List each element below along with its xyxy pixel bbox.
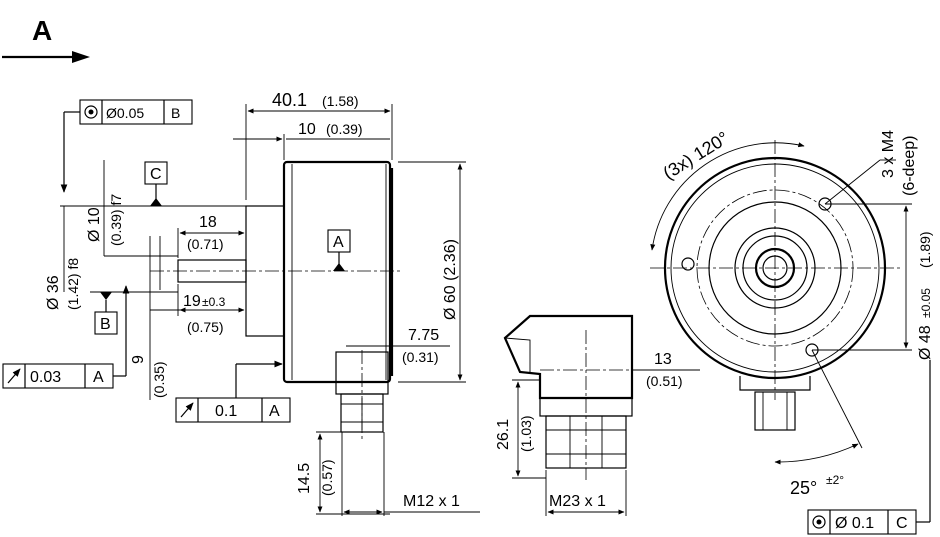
dim-shaft-diameter: Ø 10 (0.39) f7 xyxy=(86,160,178,257)
encoder-body xyxy=(282,160,392,384)
tol-face-datum: A xyxy=(93,369,104,386)
tolerance-concentricity-bolt: Ø 0.1 C xyxy=(807,360,931,535)
connector-elbow xyxy=(503,314,634,400)
runout-icon xyxy=(7,368,21,384)
dim-shaft-in: (0.39) f7 xyxy=(108,194,124,246)
dim-14-5: 14.5 (0.57) xyxy=(296,431,390,515)
dim-shaft-value: Ø 10 xyxy=(86,207,103,242)
runout-flange-icon xyxy=(180,402,194,418)
dim-m4: 3 x M4 (6-deep) xyxy=(824,130,918,205)
dim-m12: M12 x 1 xyxy=(341,432,480,516)
dim-10-value: 10 xyxy=(298,121,316,138)
dim-7-75-value: 7.75 xyxy=(408,327,439,344)
dim-14-5-value: 14.5 xyxy=(296,463,313,494)
dim-19: 19 ±0.3 (0.75) xyxy=(150,284,245,335)
dim-26-1: 26.1 (1.03) xyxy=(495,379,546,479)
tol-bolt-value: Ø 0.1 xyxy=(835,515,874,532)
tol-flange-datum: A xyxy=(269,403,280,420)
tol-flange-value: 0.1 xyxy=(215,403,237,420)
dim-13-in: (0.51) xyxy=(646,373,683,389)
connector-base xyxy=(739,376,811,391)
shaft xyxy=(177,259,247,283)
dim-9-in: (0.35) xyxy=(151,361,167,398)
dim-40-1: 40.1 (1.58) xyxy=(245,90,393,200)
dim-18: 18 (0.71) xyxy=(177,214,245,258)
dim-m4-value: 3 x M4 xyxy=(880,130,897,178)
concentricity-bolt-icon xyxy=(812,515,826,529)
dim-10-in: (0.39) xyxy=(326,121,363,137)
connector-view xyxy=(503,314,640,480)
dim-m23: M23 x 1 xyxy=(545,470,627,516)
dim-m23-value: M23 x 1 xyxy=(549,493,606,510)
dim-9-value: 9 xyxy=(130,355,147,364)
dim-60-value: Ø 60 (2.36) xyxy=(442,239,459,320)
dim-25-angle: 25° ±2° xyxy=(774,349,863,498)
tol-shaft-value: Ø0.05 xyxy=(106,105,144,121)
dim-26-1-in: (1.03) xyxy=(518,415,534,452)
dim-7-75-in: (0.31) xyxy=(402,349,439,365)
dim-m4-deep: (6-deep) xyxy=(901,136,918,196)
dim-19-value: 19 xyxy=(183,293,201,310)
dim-48: Ø 48 ±0.05 (1.89) xyxy=(812,203,934,360)
concentricity-icon xyxy=(84,105,98,119)
front-view xyxy=(650,140,900,431)
datum-b: B xyxy=(90,291,178,335)
datum-a: A xyxy=(327,229,351,271)
dim-25-tol: ±2° xyxy=(826,473,844,487)
dim-9: 9 (0.35) xyxy=(130,236,167,400)
datum-b-label: B xyxy=(100,316,111,333)
dim-36-in: (1.42) f8 xyxy=(65,258,81,310)
dim-14-5-in: (0.57) xyxy=(319,459,335,496)
side-view xyxy=(150,160,400,440)
tol-bolt-datum: C xyxy=(896,515,908,532)
dim-19-in: (0.75) xyxy=(187,319,224,335)
view-label: A xyxy=(32,15,52,46)
dim-40-1-value: 40.1 xyxy=(272,90,307,110)
dim-48-tol: ±0.05 xyxy=(919,288,933,318)
dim-26-1-value: 26.1 xyxy=(495,419,512,450)
mounting-hole-2 xyxy=(681,257,695,271)
dim-48-in: (1.89) xyxy=(917,231,933,268)
datum-c-label: C xyxy=(150,166,162,183)
front-connector xyxy=(754,391,796,431)
dim-120-angle: (3x) 120° xyxy=(650,128,805,251)
view-direction-arrow-icon xyxy=(72,51,90,63)
dim-60: Ø 60 (2.36) xyxy=(398,161,466,383)
dim-18-in: (0.71) xyxy=(187,236,224,252)
dim-36-value: Ø 36 xyxy=(45,275,62,310)
view-a-indicator: A xyxy=(2,15,90,63)
dim-40-1-in: (1.58) xyxy=(322,93,359,109)
datum-a-label: A xyxy=(333,234,344,251)
dim-13-value: 13 xyxy=(654,351,672,368)
dim-36: Ø 36 (1.42) f8 xyxy=(45,205,100,310)
dim-19-tol: ±0.3 xyxy=(202,295,226,309)
dim-7-75: 7.75 (0.31) xyxy=(346,327,450,365)
datum-c: C xyxy=(100,161,246,207)
dim-25-value: 25° xyxy=(790,478,817,498)
dim-48-value: Ø 48 xyxy=(917,325,934,360)
tolerance-runout-face: 0.03 A xyxy=(2,285,130,389)
tolerance-runout-flange: 0.1 A xyxy=(175,360,291,423)
dim-10: 10 (0.39) xyxy=(233,121,390,160)
dim-18-value: 18 xyxy=(199,214,217,231)
dim-m12-value: M12 x 1 xyxy=(403,493,460,510)
dim-13: 13 (0.51) xyxy=(632,351,700,389)
tol-shaft-datum: B xyxy=(171,105,180,121)
tolerance-concentricity-shaft: Ø0.05 B xyxy=(60,99,193,193)
tol-face-value: 0.03 xyxy=(30,369,61,386)
